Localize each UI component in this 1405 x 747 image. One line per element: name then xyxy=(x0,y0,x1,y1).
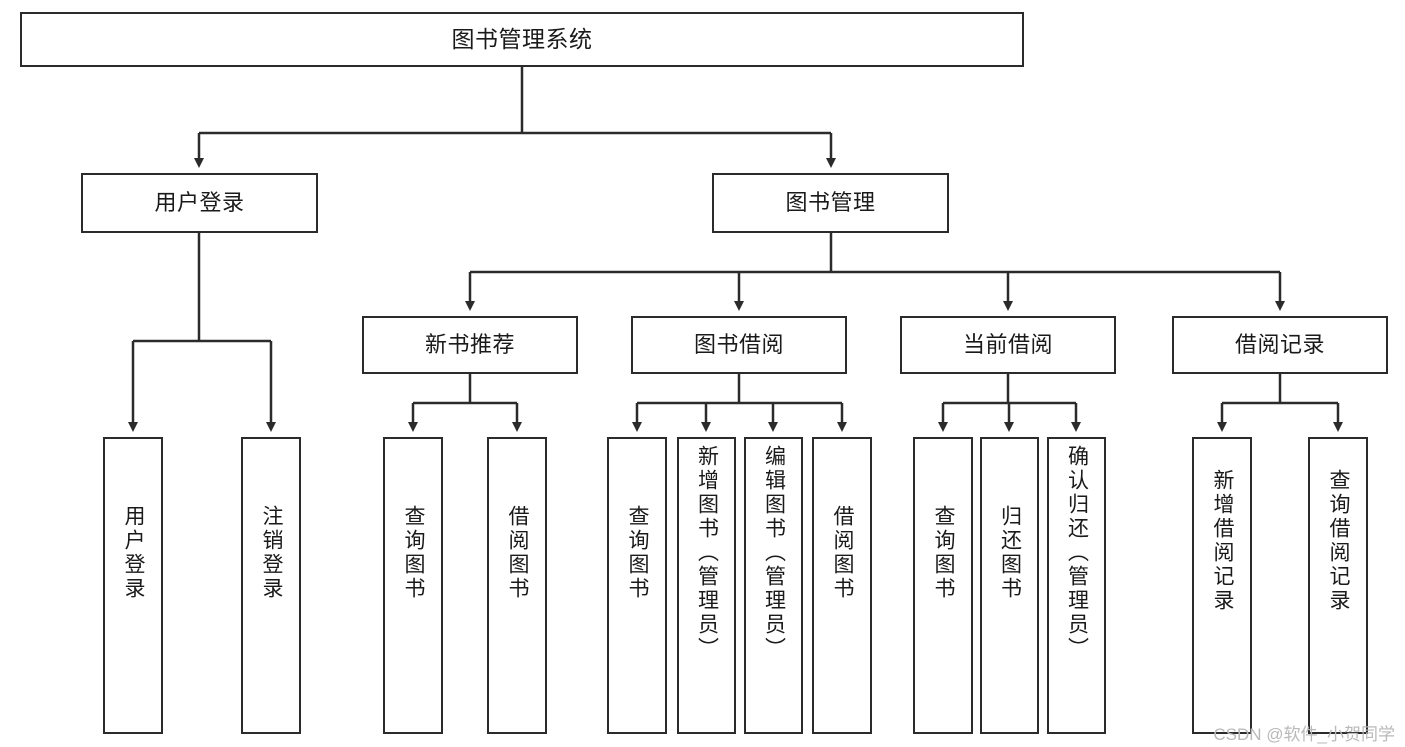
leaf-record-add-label: 新增借阅记录 xyxy=(1211,469,1235,613)
leaf-new-book-query[interactable]: 查询图书 xyxy=(383,437,443,734)
leaf-borrow-edit-book-label: 编辑图书（管理员） xyxy=(762,445,786,661)
leaf-current-return-book-label: 归还图书 xyxy=(998,505,1022,601)
node-new-book-recommend[interactable]: 新书推荐 xyxy=(362,316,578,374)
node-root-label: 图书管理系统 xyxy=(451,25,593,52)
node-root[interactable]: 图书管理系统 xyxy=(20,12,1024,67)
leaf-borrow-add-book[interactable]: 新增图书（管理员） xyxy=(677,437,736,734)
leaf-user-login-logout-label: 注销登录 xyxy=(260,505,284,601)
node-book-management-label: 图书管理 xyxy=(785,190,876,216)
node-new-book-recommend-label: 新书推荐 xyxy=(424,332,515,358)
leaf-new-book-query-label: 查询图书 xyxy=(402,505,426,601)
leaf-current-confirm-return-label: 确认归还（管理员） xyxy=(1065,445,1089,661)
node-book-management[interactable]: 图书管理 xyxy=(712,173,949,233)
leaf-current-query-book[interactable]: 查询图书 xyxy=(913,437,973,734)
leaf-borrow-query-book[interactable]: 查询图书 xyxy=(607,437,667,734)
leaf-record-query[interactable]: 查询借阅记录 xyxy=(1308,437,1368,734)
leaf-current-return-book[interactable]: 归还图书 xyxy=(980,437,1039,734)
node-user-login[interactable]: 用户登录 xyxy=(81,173,318,233)
leaf-user-login-login-label: 用户登录 xyxy=(122,505,146,601)
leaf-borrow-query-book-label: 查询图书 xyxy=(626,505,650,601)
leaf-record-query-label: 查询借阅记录 xyxy=(1327,469,1351,613)
leaf-user-login-login[interactable]: 用户登录 xyxy=(103,437,163,734)
leaf-borrow-borrow-book-label: 借阅图书 xyxy=(831,505,855,601)
leaf-current-confirm-return[interactable]: 确认归还（管理员） xyxy=(1047,437,1106,734)
node-book-borrow-label: 图书借阅 xyxy=(693,332,784,358)
leaf-new-book-borrow-label: 借阅图书 xyxy=(506,505,530,601)
leaf-new-book-borrow[interactable]: 借阅图书 xyxy=(487,437,547,734)
leaf-record-add[interactable]: 新增借阅记录 xyxy=(1192,437,1252,734)
node-book-borrow[interactable]: 图书借阅 xyxy=(631,316,847,374)
leaf-borrow-add-book-label: 新增图书（管理员） xyxy=(695,445,719,661)
leaf-borrow-borrow-book[interactable]: 借阅图书 xyxy=(812,437,872,734)
csdn-watermark: CSDN @软件_小贺同学 xyxy=(1213,725,1395,744)
node-borrow-record-label: 借阅记录 xyxy=(1234,332,1325,358)
node-current-borrow-label: 当前借阅 xyxy=(962,332,1053,358)
leaf-borrow-edit-book[interactable]: 编辑图书（管理员） xyxy=(744,437,803,734)
leaf-user-login-logout[interactable]: 注销登录 xyxy=(241,437,301,734)
node-user-login-label: 用户登录 xyxy=(154,190,245,216)
node-current-borrow[interactable]: 当前借阅 xyxy=(900,316,1116,374)
leaf-current-query-book-label: 查询图书 xyxy=(932,505,956,601)
node-borrow-record[interactable]: 借阅记录 xyxy=(1172,316,1388,374)
